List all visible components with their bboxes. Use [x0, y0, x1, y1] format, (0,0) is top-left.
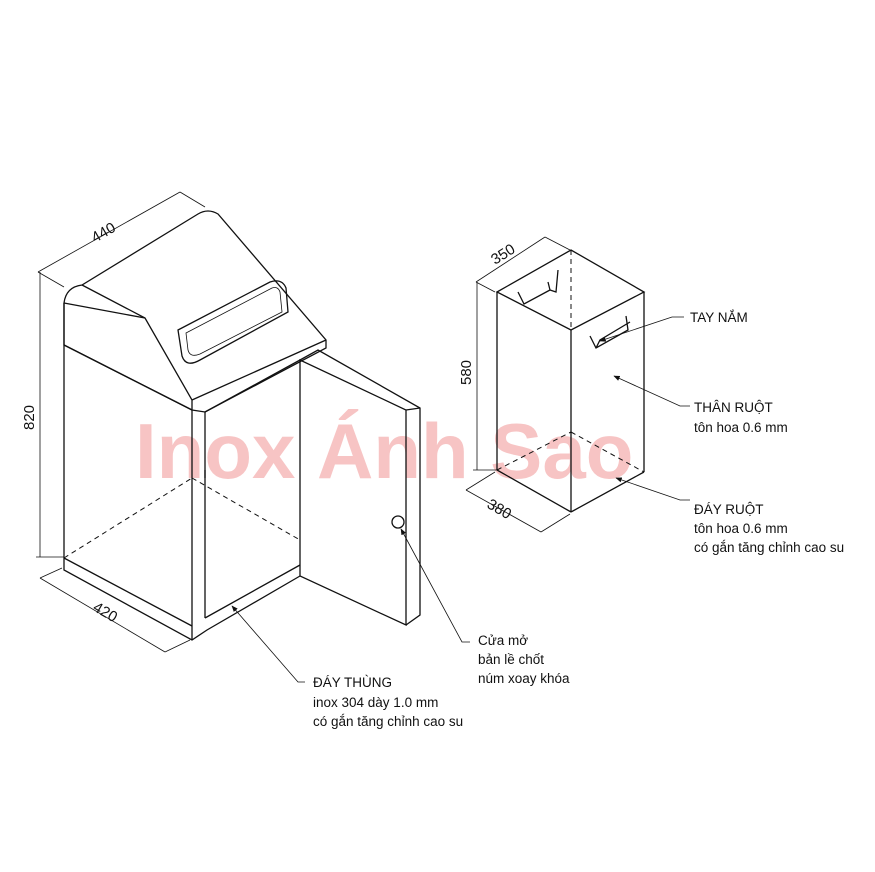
svg-text:núm xoay khóa: núm xoay khóa [478, 671, 570, 686]
liner-handle-right-icon [589, 315, 631, 349]
svg-text:ĐÁY THÙNG: ĐÁY THÙNG [313, 675, 392, 690]
svg-text:tôn hoa 0.6 mm: tôn hoa 0.6 mm [694, 420, 788, 435]
base-label: ĐÁY THÙNG inox 304 dày 1.0 mm có gắn tăn… [313, 675, 463, 729]
bin-height-label: 820 [21, 405, 38, 430]
svg-text:bản lề chốt: bản lề chốt [478, 652, 544, 667]
liner-height-label: 580 [458, 360, 475, 385]
lock-knob-icon [391, 515, 405, 529]
watermark-text: Inox Ánh Sao [135, 407, 633, 495]
inner-liner [495, 249, 646, 513]
bin-depth-label: 420 [90, 599, 120, 626]
svg-text:có gắn tăng chỉnh cao su: có gắn tăng chỉnh cao su [313, 714, 463, 729]
liner-bottom-label: ĐÁY RUỘT tôn hoa 0.6 mm có gắn tăng chỉn… [694, 502, 844, 555]
svg-text:có gắn tăng chỉnh cao su: có gắn tăng chỉnh cao su [694, 540, 844, 555]
svg-text:tôn hoa 0.6 mm: tôn hoa 0.6 mm [694, 521, 788, 536]
liner-handle-left-icon [517, 269, 559, 305]
door-label: Cửa mở bản lề chốt núm xoay khóa [478, 633, 570, 686]
svg-text:inox 304 dày 1.0 mm: inox 304 dày 1.0 mm [313, 695, 438, 710]
outer-bin [63, 210, 421, 641]
svg-text:ĐÁY RUỘT: ĐÁY RUỘT [694, 502, 764, 517]
bin-width-label: 440 [89, 219, 119, 246]
liner-depth-label: 380 [484, 496, 514, 523]
bin-leaders [231, 528, 470, 683]
svg-text:Cửa mở: Cửa mở [478, 633, 528, 648]
svg-text:THÂN RUỘT: THÂN RUỘT [694, 400, 773, 415]
liner-leaders [599, 316, 690, 501]
liner-body-label: THÂN RUỘT tôn hoa 0.6 mm [694, 400, 788, 435]
handle-label: TAY NẮM [690, 310, 748, 325]
liner-width-label: 350 [488, 241, 518, 269]
bin-dimensions: 440 820 420 [21, 191, 206, 653]
